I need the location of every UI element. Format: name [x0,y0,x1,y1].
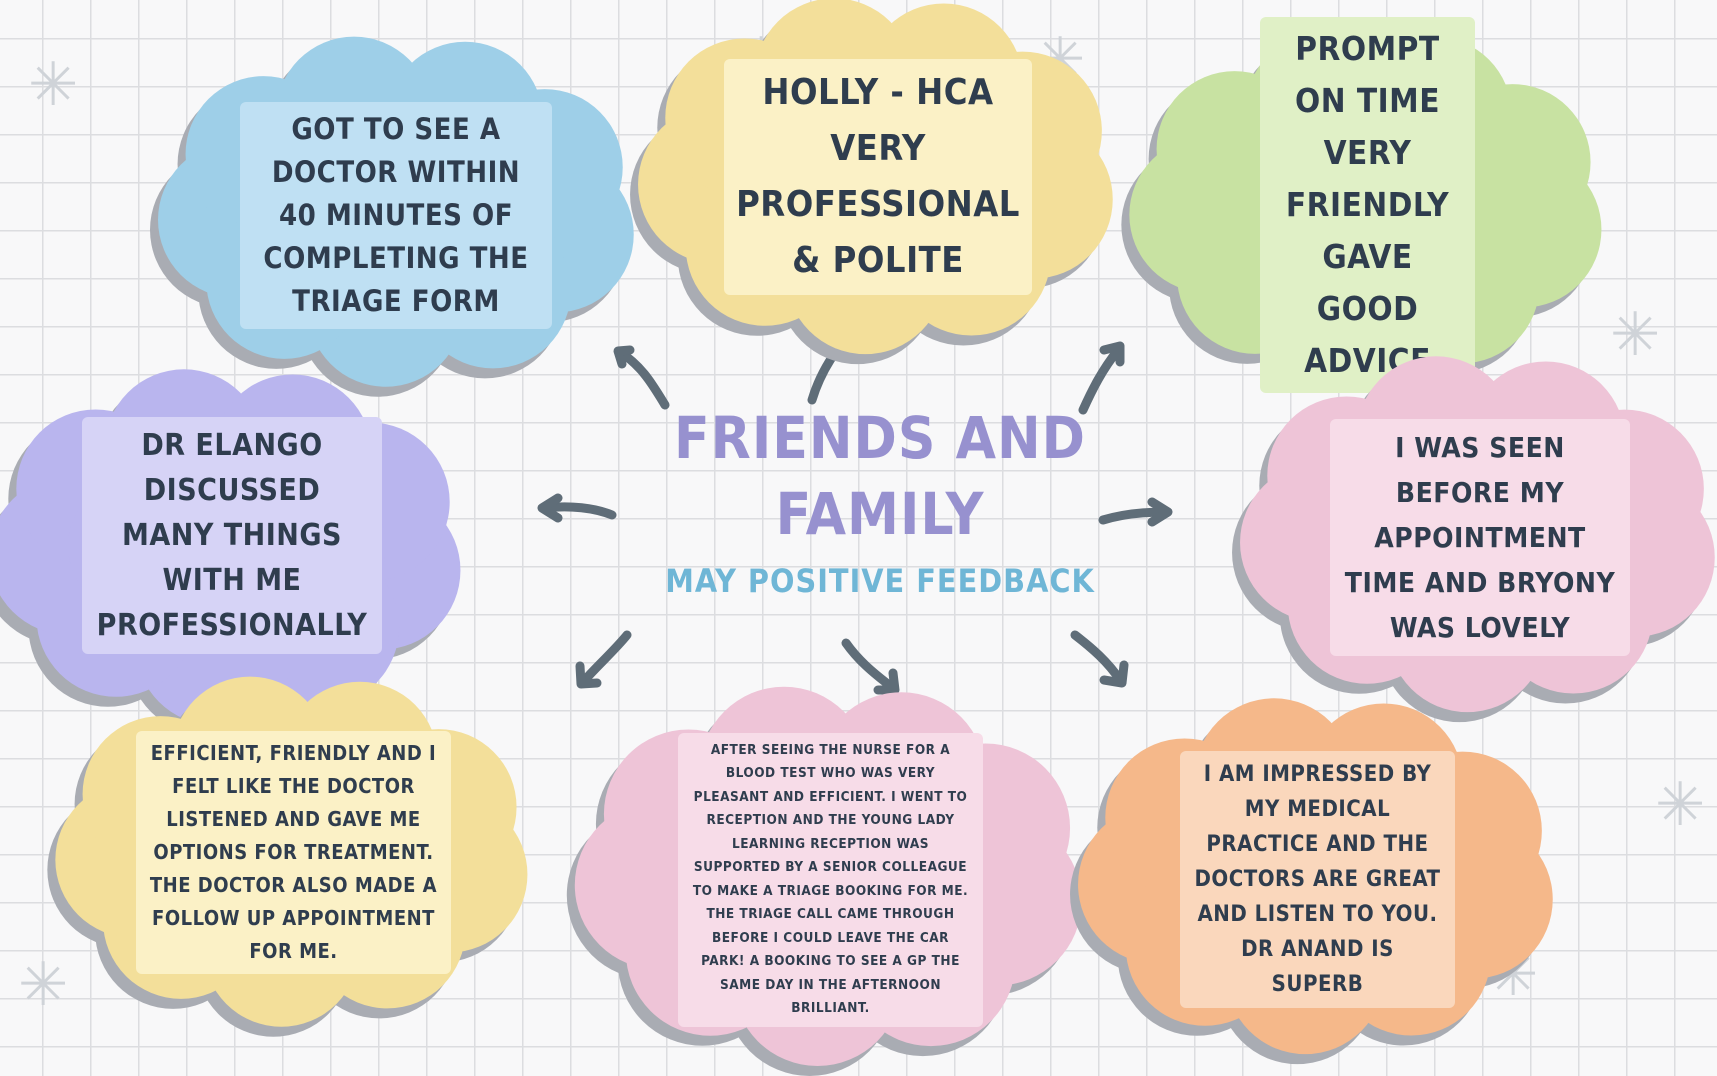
arrow-to-right [1098,497,1173,527]
feedback-text: GOT TO SEE A DOCTOR WITHIN 40 MINUTES OF… [240,101,552,329]
feedback-cloud-seen-before-appointment: I WAS SEEN BEFORE MY APPOINTMENT TIME AN… [1232,356,1715,723]
cloud-text-box: I AM IMPRESSED BY MY MEDICAL PRACTICE AN… [1180,751,1455,1008]
feedback-text: PROMPT ON TIME VERY FRIENDLY GAVE GOOD A… [1260,17,1475,393]
cloud-text-box: DR ELANGO DISCUSSED MANY THINGS WITH ME … [82,417,382,654]
feedback-text: AFTER SEEING THE NURSE FOR A BLOOD TEST … [678,732,983,1027]
sparkle-icon: ✳ [28,50,79,120]
arrow-to-left [537,493,617,523]
cloud-text-box: AFTER SEEING THE NURSE FOR A BLOOD TEST … [678,732,983,1027]
arrow-to-top-right [1078,341,1125,415]
title-block: FRIENDS AND FAMILY MAY POSITIVE FEEDBACK [650,400,1110,600]
arrow-to-top-left [613,345,670,410]
feedback-text: EFFICIENT, FRIENDLY AND I FELT LIKE THE … [136,731,451,974]
sparkle-icon: ✳ [1610,300,1661,370]
arrow-to-bottom-left [575,630,632,689]
feedback-text: I WAS SEEN BEFORE MY APPOINTMENT TIME AN… [1330,419,1630,656]
feedback-cloud-holly-hca: HOLLY - HCA VERY PROFESSIONAL & POLITE [630,0,1113,365]
arrow-to-bottom-right [1070,630,1129,688]
feedback-text: HOLLY - HCA VERY PROFESSIONAL & POLITE [724,59,1032,295]
feedback-cloud-prompt-on-time: PROMPT ON TIME VERY FRIENDLY GAVE GOOD A… [1121,17,1602,393]
sparkle-icon: ✳ [1655,770,1706,840]
sparkle-icon: ✳ [18,950,69,1020]
feedback-text: I AM IMPRESSED BY MY MEDICAL PRACTICE AN… [1180,751,1455,1008]
arrow-to-bottom-center [841,638,900,695]
page-title: FRIENDS AND FAMILY [673,404,1086,548]
feedback-cloud-nurse-blood-test: AFTER SEEING THE NURSE FOR A BLOOD TEST … [566,686,1082,1076]
page-subtitle: MAY POSITIVE FEEDBACK [665,562,1095,600]
cloud-text-box: PROMPT ON TIME VERY FRIENDLY GAVE GOOD A… [1260,17,1475,393]
feedback-text: DR ELANGO DISCUSSED MANY THINGS WITH ME … [82,417,382,654]
feedback-cloud-impressed-practice: I AM IMPRESSED BY MY MEDICAL PRACTICE AN… [1070,698,1553,1065]
feedback-cloud-doctor-within-40: GOT TO SEE A DOCTOR WITHIN 40 MINUTES OF… [149,36,634,397]
feedback-cloud-dr-elango: DR ELANGO DISCUSSED MANY THINGS WITH ME … [0,369,461,736]
cloud-text-box: GOT TO SEE A DOCTOR WITHIN 40 MINUTES OF… [240,101,552,329]
cloud-text-box: HOLLY - HCA VERY PROFESSIONAL & POLITE [724,59,1032,295]
cloud-text-box: EFFICIENT, FRIENDLY AND I FELT LIKE THE … [136,731,451,974]
cloud-text-box: I WAS SEEN BEFORE MY APPOINTMENT TIME AN… [1330,419,1630,656]
feedback-cloud-efficient-friendly: EFFICIENT, FRIENDLY AND I FELT LIKE THE … [47,676,528,1037]
